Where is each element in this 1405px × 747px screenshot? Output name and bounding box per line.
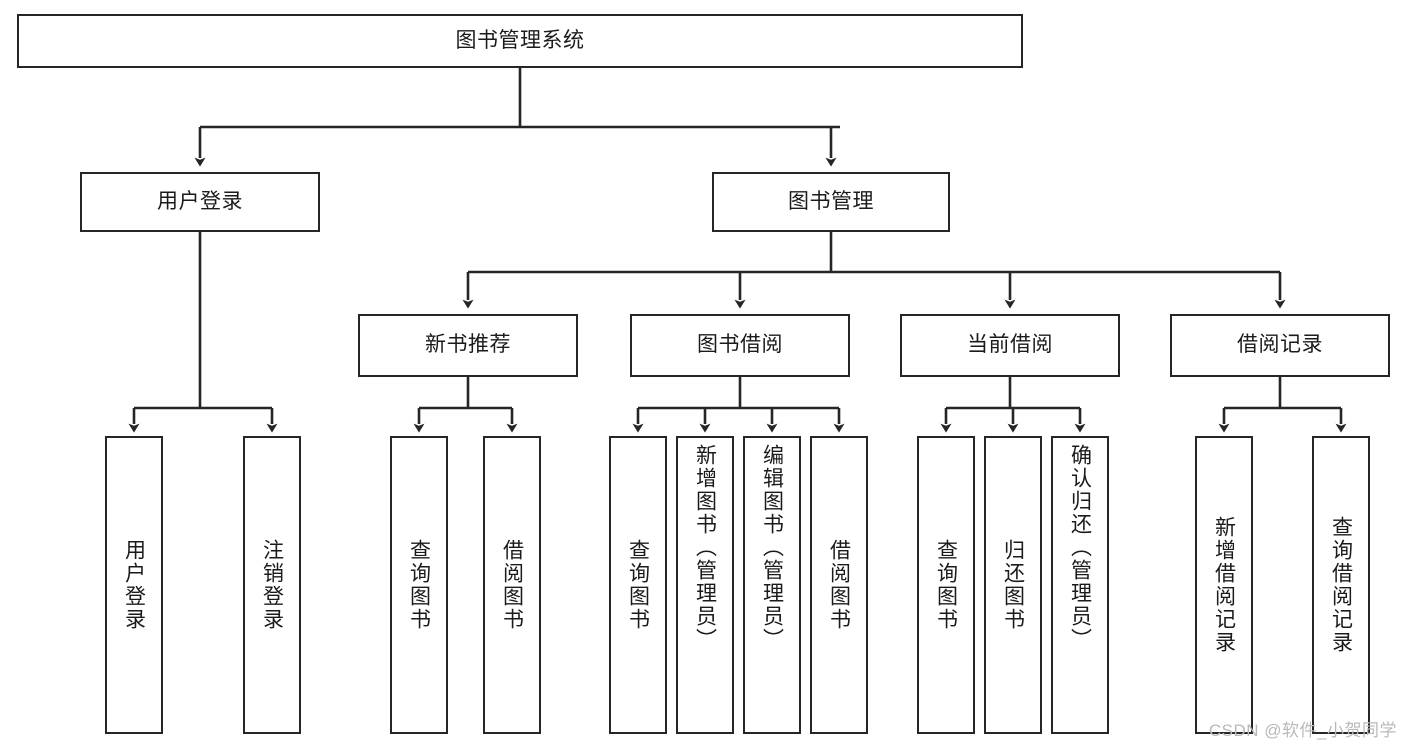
node-user-login[interactable]: 用户登录 <box>80 172 320 232</box>
node-label: 借阅记录 <box>1237 333 1323 357</box>
node-label: 用户登录 <box>122 539 146 631</box>
node-leaf-query-borrow-record[interactable]: 查询借阅记录 <box>1312 436 1370 734</box>
node-borrow-record[interactable]: 借阅记录 <box>1170 314 1390 377</box>
node-book-manage[interactable]: 图书管理 <box>712 172 950 232</box>
node-leaf-query-book-current[interactable]: 查询图书 <box>917 436 975 734</box>
node-label: 新书推荐 <box>425 333 511 357</box>
node-label: 用户登录 <box>157 189 243 213</box>
node-leaf-add-book-admin[interactable]: 新增图书（管理员） <box>676 436 734 734</box>
node-leaf-query-book-recommend[interactable]: 查询图书 <box>390 436 448 734</box>
node-label: 图书管理 <box>788 189 874 213</box>
node-label: 确认归还（管理员） <box>1068 444 1092 651</box>
node-label: 当前借阅 <box>967 333 1053 357</box>
node-leaf-borrow-book[interactable]: 借阅图书 <box>810 436 868 734</box>
node-book-borrow[interactable]: 图书借阅 <box>630 314 850 377</box>
node-label: 新增借阅记录 <box>1212 516 1236 654</box>
node-leaf-add-borrow-record[interactable]: 新增借阅记录 <box>1195 436 1253 734</box>
csdn-watermark: CSDN @软件_小贺同学 <box>1208 721 1397 740</box>
node-leaf-borrow-book-recommend[interactable]: 借阅图书 <box>483 436 541 734</box>
node-leaf-user-login[interactable]: 用户登录 <box>105 436 163 734</box>
node-label: 图书管理系统 <box>455 28 585 52</box>
node-root[interactable]: 图书管理系统 <box>17 14 1023 68</box>
node-label: 归还图书 <box>1001 539 1025 631</box>
node-label: 新增图书（管理员） <box>693 444 717 651</box>
node-current-borrow[interactable]: 当前借阅 <box>900 314 1120 377</box>
node-leaf-edit-book-admin[interactable]: 编辑图书（管理员） <box>743 436 801 734</box>
node-new-book-recommend[interactable]: 新书推荐 <box>358 314 578 377</box>
node-leaf-logout-login[interactable]: 注销登录 <box>243 436 301 734</box>
node-leaf-confirm-return-admin[interactable]: 确认归还（管理员） <box>1051 436 1109 734</box>
node-label: 借阅图书 <box>500 539 524 631</box>
node-label: 查询图书 <box>934 539 958 631</box>
node-label: 编辑图书（管理员） <box>760 444 784 651</box>
node-label: 查询借阅记录 <box>1329 516 1353 654</box>
node-label: 图书借阅 <box>697 333 783 357</box>
node-leaf-return-book[interactable]: 归还图书 <box>984 436 1042 734</box>
node-leaf-query-book-borrow[interactable]: 查询图书 <box>609 436 667 734</box>
node-label: 借阅图书 <box>827 539 851 631</box>
node-label: 查询图书 <box>407 539 431 631</box>
node-label: 注销登录 <box>260 539 284 631</box>
node-label: 查询图书 <box>626 539 650 631</box>
